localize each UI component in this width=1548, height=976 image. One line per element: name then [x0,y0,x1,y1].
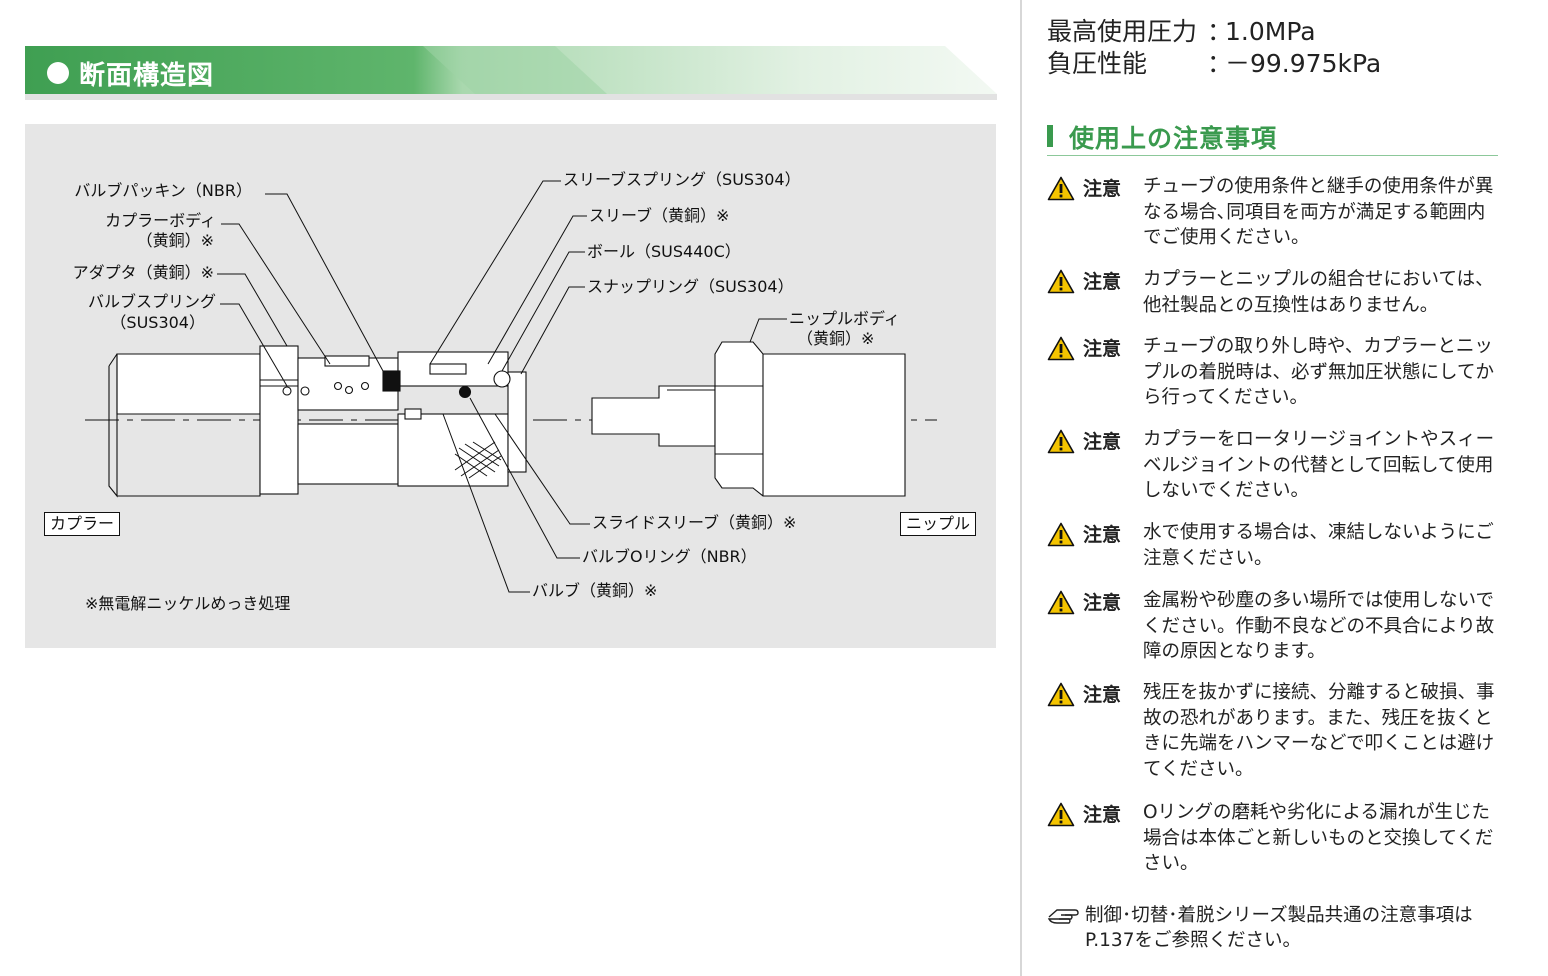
warning-triangle-icon [1047,802,1075,827]
caution-text: 金属粉や砂塵の多い場所では使用しないでください。作動不良などの不具合により故障の… [1143,590,1495,662]
caution-tag: 注意 [1083,684,1122,706]
caution-tag: 注意 [1083,804,1122,826]
label-valve-spring-material: （SUS304） [110,313,205,332]
label-sleeve-spring: スリーブスプリング（SUS304） [563,170,801,189]
column-divider [1020,0,1022,976]
caution-tag: 注意 [1083,524,1122,546]
warning-triangle-icon [1047,176,1075,201]
caution-text: チューブの取り外し時や、カプラーとニップルの着脱時は、必ず無加圧状態にしてから行… [1143,336,1494,408]
warning-triangle-icon [1047,269,1075,294]
cross-section-drawing [85,180,937,593]
label-valve-o-ring: バルブOリング（NBR） [582,547,757,566]
spec-max-pressure: 最高使用圧力：1.0MPa [1047,17,1316,46]
label-slide-sleeve: スライドスリーブ（黄銅）※ [592,513,797,532]
section-title: 断面構造図 [47,54,214,92]
label-valve-spring: バルブスプリング [87,292,216,311]
label-sleeve: スリーブ（黄銅）※ [589,206,730,225]
warning-triangle-icon [1047,522,1075,547]
caution-text: 残圧を抜かずに接続、分離すると破損、事故の恐れがあります。また、残圧を抜くときに… [1143,682,1495,780]
label-valve: バルブ（黄銅）※ [532,581,658,600]
caution-tag: 注意 [1083,271,1122,293]
section-header: 断面構造図 [25,46,997,102]
label-nipple-body-material: （黄銅）※ [797,329,875,348]
nipple-body-shape [591,341,906,497]
caution-tag: 注意 [1083,178,1122,200]
cross-section-panel: バルブパッキン（NBR） カプラーボディ （黄銅）※ アダプタ（黄銅）※ バルブ… [25,124,996,648]
heading-bar-icon [1047,125,1053,147]
label-coupler-body: カプラーボディ [105,211,216,230]
spec-vacuum-performance: 負圧性能：－99.975kPa [1047,49,1382,78]
pointing-hand-icon [1047,909,1079,924]
warning-triangle-icon [1047,429,1075,454]
caution-text: カプラーをロータリージョイントやスィーベルジョイントの代替として回転して使用しな… [1143,429,1495,501]
bullet-dot-icon [47,62,69,84]
label-ball: ボール（SUS440C） [587,242,741,261]
cautions-heading: 使用上の注意事項 [1047,119,1498,156]
warning-triangle-icon [1047,682,1075,707]
coupler-body-shape [108,345,527,498]
caution-text: カプラーとニップルの組合せにおいては、他社製品との互換性はありません。 [1143,269,1494,316]
caution-tag: 注意 [1083,338,1122,360]
coupler-tag: カプラー [44,512,121,536]
caution-text: 水で使用する場合は、凍結しないようにご注意ください。 [1143,522,1494,569]
label-snap-ring: スナップリング（SUS304） [587,277,794,296]
plating-note: ※無電解ニッケルめっき処理 [85,594,291,613]
warning-triangle-icon [1047,336,1075,361]
label-valve-packing: バルブパッキン（NBR） [74,181,252,200]
caution-tag: 注意 [1083,431,1122,453]
label-coupler-body-material: （黄銅）※ [136,231,214,250]
nipple-tag: ニップル [900,512,977,536]
caution-text: Oリングの磨耗や劣化による漏れが生じた場合は本体ごと新しいものと交換してください… [1143,802,1494,874]
section-header-banner [25,46,997,100]
label-adapter: アダプタ（黄銅）※ [72,263,214,282]
caution-text: チューブの使用条件と継手の使用条件が異なる場合､同項目を両方が満足する範囲内でご… [1143,176,1494,248]
label-nipple-body: ニップルボディ [789,309,900,328]
caution-tag: 注意 [1083,592,1122,614]
warning-triangle-icon [1047,590,1075,615]
